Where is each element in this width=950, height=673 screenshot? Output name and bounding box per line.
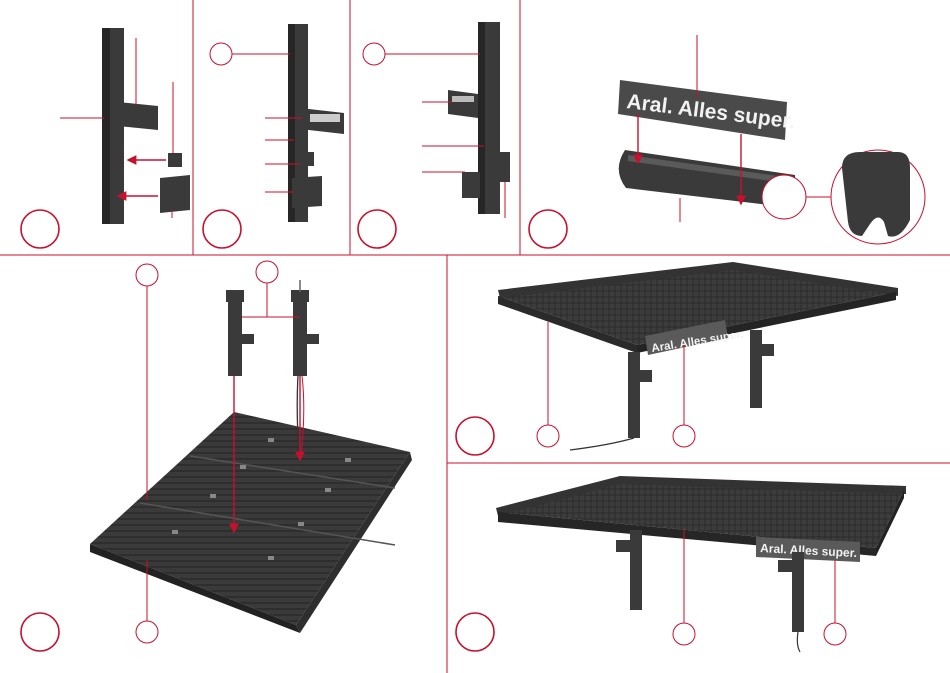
sign-bracket <box>448 90 478 118</box>
callout-circle <box>256 261 278 283</box>
post-left <box>228 290 242 376</box>
callout-circle <box>537 425 559 447</box>
callout-circle <box>363 43 385 65</box>
step-circle-4 <box>529 210 567 248</box>
panel-step-2 <box>203 24 344 248</box>
callout-circle <box>824 623 846 645</box>
callout-circle <box>210 43 232 65</box>
cable <box>570 438 634 450</box>
panel-step-4: Aral. Alles super. <box>529 35 925 248</box>
panel-step-7: Aral. Alles super. <box>456 476 906 652</box>
callout-circle <box>136 264 158 286</box>
panel-step-5 <box>21 261 412 651</box>
step-circle-7 <box>456 613 494 651</box>
post-right <box>792 552 804 632</box>
sign-bracket <box>118 102 158 130</box>
platform-base <box>90 412 410 625</box>
post-right <box>750 330 762 408</box>
callout-circle <box>136 621 158 643</box>
callout-circle <box>673 623 695 645</box>
step-circle-2 <box>203 210 241 248</box>
step-circle-5 <box>21 613 59 651</box>
foot-block <box>160 175 190 213</box>
step-circle-1 <box>21 210 59 248</box>
callout-circle <box>673 425 695 447</box>
post-left <box>628 352 640 438</box>
cable <box>797 632 800 652</box>
step-circle-6 <box>456 417 494 455</box>
step-circle-3 <box>358 210 396 248</box>
panel-step-6: Aral. Alles super. <box>456 262 898 455</box>
clip-part <box>168 153 182 167</box>
panel-step-1 <box>21 28 190 248</box>
foot-block <box>292 176 322 208</box>
panel-step-3 <box>358 22 510 248</box>
post-right <box>293 290 307 376</box>
detail-ring-small <box>762 175 806 219</box>
post-left <box>630 530 642 610</box>
